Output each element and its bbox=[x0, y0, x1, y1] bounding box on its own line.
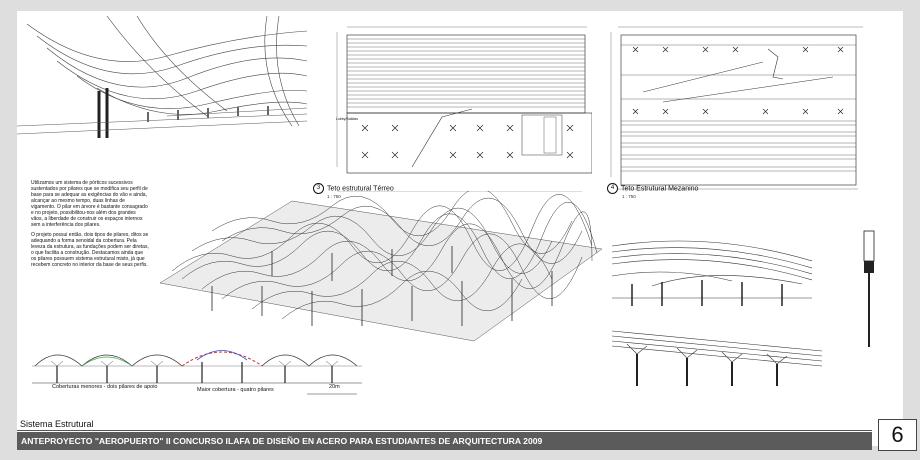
plan-3-inner-label: Lobby/Salidas bbox=[336, 117, 358, 121]
elevation-drawing bbox=[32, 350, 362, 395]
isometric-structure bbox=[159, 191, 603, 342]
section-label: Sistema Estrutural bbox=[20, 419, 94, 429]
description-paragraph-2: O projeto possui então, dois tipos de pi… bbox=[31, 232, 149, 268]
section-drawing-bottom bbox=[612, 330, 822, 386]
plan-3-scale: 1 : 750 bbox=[327, 194, 341, 199]
column-detail bbox=[863, 230, 875, 347]
plan-4-scale: 1 : 750 bbox=[622, 194, 636, 199]
perspective-render bbox=[17, 16, 307, 138]
description-block: Utilizamos um sistema de pórticos sucess… bbox=[31, 180, 149, 268]
elevation-label-larger: Maior cobertura - quatro pilares bbox=[197, 387, 274, 393]
plan-4-title-text: Teto Estrutural Mezanino bbox=[621, 185, 699, 193]
plan-3-drawing bbox=[336, 26, 592, 192]
footer-separator bbox=[17, 430, 872, 431]
footer-title-bar: ANTEPROYECTO "AEROPUERTO" II CONCURSO IL… bbox=[17, 432, 872, 450]
project-title: ANTEPROYECTO "AEROPUERTO" II CONCURSO IL… bbox=[21, 436, 543, 446]
elevation-label-smaller: Coberturas menores - dois pilares de apo… bbox=[52, 384, 158, 390]
plan-3-number: 3 bbox=[313, 183, 324, 194]
elevation-dimension: 20m bbox=[329, 384, 340, 390]
plan-4-drawing bbox=[610, 26, 863, 190]
plan-4-number: 4 bbox=[607, 183, 618, 194]
description-paragraph-1: Utilizamos um sistema de pórticos sucess… bbox=[31, 180, 148, 228]
page-number: 6 bbox=[878, 419, 917, 451]
section-drawing-top bbox=[612, 240, 812, 306]
plan-3-title-text: Teto estrutural Térreo bbox=[327, 185, 394, 193]
